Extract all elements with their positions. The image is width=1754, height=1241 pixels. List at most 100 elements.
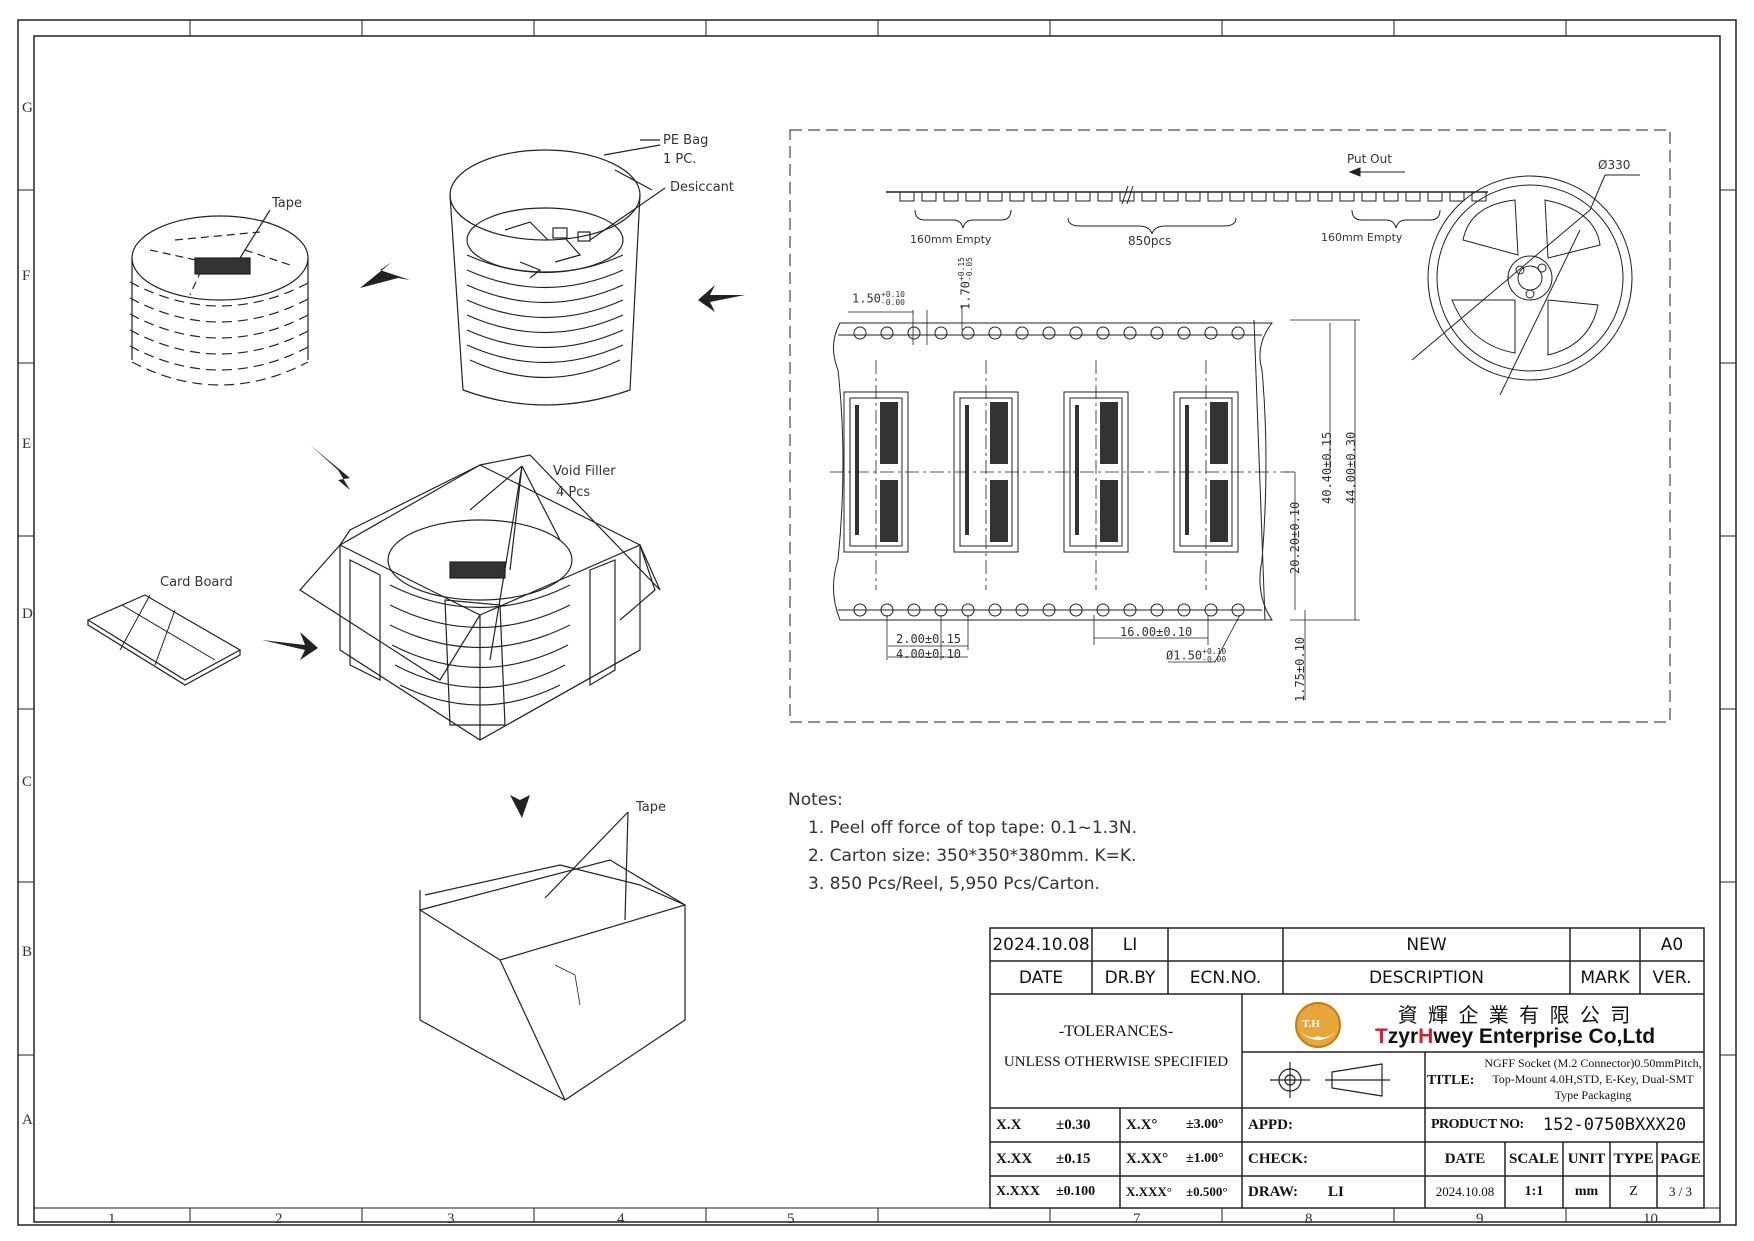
tol-angle-key-2: X.XX°	[1126, 1150, 1169, 1167]
tolerances-unless: UNLESS OTHERWISE SPECIFIED	[1003, 1053, 1229, 1070]
tol-angle-val-2: ±1.00°	[1186, 1151, 1224, 1166]
zone-col-8: 8	[1305, 1211, 1313, 1227]
appd-label: APPD:	[1248, 1116, 1293, 1133]
rev-ver: A0	[1660, 934, 1684, 955]
doc-scale: 1:1	[1524, 1184, 1544, 1199]
tol-angle-key-3: X.XXX°	[1126, 1184, 1173, 1199]
tol-val-3: ±0.100	[1056, 1184, 1096, 1199]
company-logo	[1295, 1002, 1341, 1048]
label-tape-carton: Tape	[636, 800, 667, 815]
zone-row-a: A	[22, 1112, 33, 1128]
label-desiccant: Desiccant	[670, 180, 734, 195]
doc-date: 2024.10.08	[1435, 1184, 1495, 1199]
zone-row-f: F	[22, 268, 31, 284]
rev-description: NEW	[1406, 934, 1447, 955]
tol-key-3: X.XXX	[996, 1184, 1040, 1199]
arrow-to-pe-bag	[698, 285, 745, 312]
header-ecn: ECN.NO.	[1189, 967, 1262, 988]
label-void-filler: Void Filler	[553, 464, 616, 479]
header-mark: MARK	[1580, 967, 1630, 988]
product-no-label: PRODUCT NO:	[1431, 1117, 1524, 1132]
rev-ecn	[1168, 928, 1283, 961]
zone-col-7: 7	[1133, 1211, 1141, 1227]
zone-col-1: 1	[108, 1211, 116, 1227]
doc-page: 3 / 3	[1668, 1184, 1693, 1199]
zone-row-c: C	[22, 774, 33, 790]
tol-angle-val-3: ±0.500°	[1186, 1184, 1228, 1199]
zone-col-4: 4	[617, 1211, 625, 1227]
detail-dashed-border	[789, 129, 1671, 723]
zone-col-2: 2	[275, 1211, 283, 1227]
check-label: CHECK:	[1248, 1150, 1308, 1167]
header-ver: VER.	[1652, 967, 1692, 988]
label-put-out: Put Out	[1347, 152, 1392, 166]
tol-angle-val-1: ±3.00°	[1186, 1117, 1224, 1132]
zone-row-d: D	[22, 606, 33, 622]
label-empty-leader: 160mm Empty	[910, 233, 992, 246]
notes-title: Notes:	[788, 790, 843, 810]
h-page: PAGE	[1660, 1150, 1701, 1167]
draw-label: DRAW:	[1248, 1183, 1299, 1200]
card-board	[86, 594, 242, 686]
dim-hole-dia-top: 1.50+0.10-0.00	[852, 290, 905, 307]
label-pcs-count: 850pcs	[1128, 234, 1172, 248]
title-line-3: Type Packaging	[1554, 1087, 1632, 1102]
tape-pockets-strip	[899, 185, 1487, 205]
pe-bag-reels	[449, 139, 666, 406]
taped-reel-stack	[129, 209, 311, 386]
logo-text: T.H	[1302, 1018, 1320, 1030]
company-name-chinese: 資 輝 企 業 有 限 公 司	[1397, 1002, 1633, 1027]
tolerances-heading: -TOLERANCES-	[1058, 1023, 1174, 1040]
dim-hole-pitch: 4.00±0.10	[896, 647, 962, 661]
draw-by: LI	[1328, 1183, 1344, 1200]
label-empty-trailer: 160mm Empty	[1321, 231, 1403, 244]
rev-mark	[1570, 928, 1640, 961]
zone-row-g: G	[22, 100, 33, 116]
title-label: TITLE:	[1427, 1073, 1475, 1088]
reel-side-view	[1411, 174, 1640, 396]
arrow-to-open-box	[310, 445, 350, 490]
header-description: DESCRIPTION	[1368, 967, 1485, 988]
header-drby: DR.BY	[1104, 967, 1156, 988]
zone-col-10: 10	[1643, 1211, 1658, 1227]
title-line-1: NGFF Socket (M.2 Connector)0.50mmPitch,	[1484, 1055, 1702, 1070]
h-unit: UNIT	[1567, 1150, 1606, 1167]
note-item-3: 3. 850 Pcs/Reel, 5,950 Pcs/Carton.	[808, 874, 1100, 894]
label-card-board: Card Board	[160, 575, 233, 590]
product-no: 152-0750BXXX20	[1542, 1115, 1687, 1135]
projection-symbol	[1270, 1062, 1390, 1098]
dim-pitch-small: 2.00±0.15	[896, 632, 962, 646]
label-void-filler-qty: 4 Pcs	[556, 485, 591, 500]
arrow-to-closed-carton	[510, 760, 530, 818]
label-pe-bag-qty: 1 PC.	[663, 152, 697, 167]
rev-date: 2024.10.08	[992, 934, 1090, 955]
notes-block: Notes: 1. Peel off force of top tape: 0.…	[788, 786, 1137, 898]
label-tape-reel: Tape	[272, 196, 303, 211]
h-scale: SCALE	[1508, 1150, 1560, 1167]
zone-row-e: E	[22, 436, 32, 452]
open-carton	[299, 454, 661, 741]
dim-pocket-pitch: 16.00±0.10	[1120, 625, 1193, 639]
title-line-2: Top-Mount 4.0H,STD, E-Key, Dual-SMT	[1492, 1071, 1694, 1086]
note-item-2: 2. Carton size: 350*350*380mm. K=K.	[808, 846, 1137, 866]
arrow-cardboard-to-box	[262, 632, 318, 660]
zone-col-9: 9	[1476, 1211, 1484, 1227]
label-reel-diameter: Ø330	[1598, 158, 1631, 172]
tol-angle-key-1: X.X°	[1126, 1116, 1158, 1133]
header-date: DATE	[1018, 967, 1064, 988]
doc-type: Z	[1629, 1184, 1638, 1199]
tol-val-2: ±0.15	[1056, 1150, 1091, 1167]
zone-col-5: 5	[787, 1211, 795, 1227]
closed-carton	[418, 811, 687, 1101]
h-date: DATE	[1444, 1150, 1486, 1167]
h-type: TYPE	[1613, 1150, 1654, 1167]
doc-unit: mm	[1574, 1184, 1599, 1199]
tol-val-1: ±0.30	[1056, 1116, 1091, 1133]
label-pe-bag: PE Bag	[663, 133, 709, 148]
tol-key-1: X.X	[996, 1116, 1022, 1133]
arrow-to-taped-reel	[360, 262, 410, 288]
